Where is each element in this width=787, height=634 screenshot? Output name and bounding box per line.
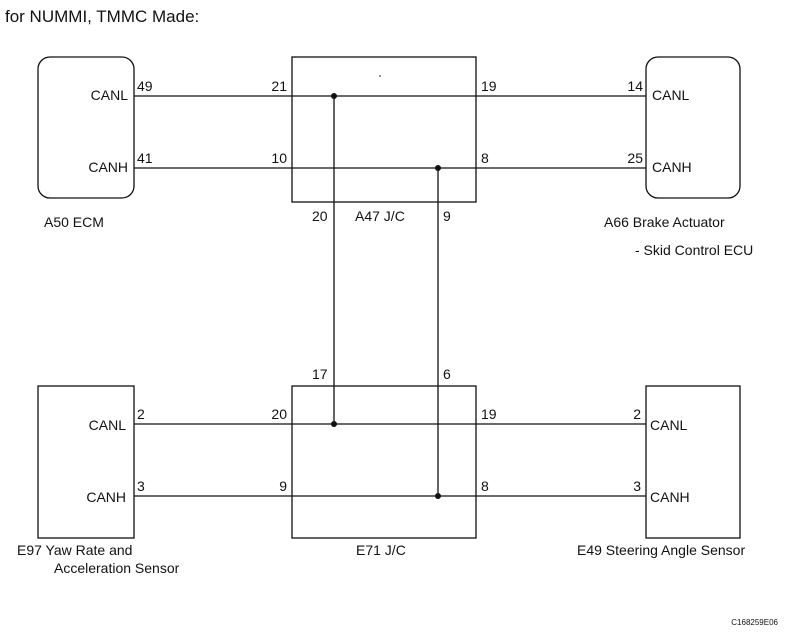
a47-pin-canl-down: 20 <box>312 208 328 224</box>
e97-canl-label: CANL <box>89 417 127 433</box>
e71-pin-canh-in: 9 <box>279 478 287 494</box>
a50-ecm-name: A50 ECM <box>44 214 104 230</box>
a47-pin-canh-down: 9 <box>443 208 451 224</box>
e49-steering-angle-sensor-name: E49 Steering Angle Sensor <box>577 542 745 558</box>
a66-canh-label: CANH <box>652 159 692 175</box>
junction-dot <box>331 421 337 427</box>
diagram-title: for NUMMI, TMMC Made: <box>5 7 199 26</box>
e49-canh-label: CANH <box>650 489 690 505</box>
e97-canh-pin: 3 <box>137 478 145 494</box>
a50-ecm-box <box>37 56 135 199</box>
junction-dot <box>435 165 441 171</box>
a47-junction-box <box>291 56 477 203</box>
a66-skid-control-ecu-name: - Skid Control ECU <box>635 242 753 258</box>
a47-pin-canh-out: 8 <box>481 150 489 166</box>
a66-canh-pin: 25 <box>627 150 643 166</box>
e71-pin-canl-in: 20 <box>271 406 287 422</box>
a50-canh-label: CANH <box>88 159 128 175</box>
e71-pin-canl-out: 19 <box>481 406 497 422</box>
a66-brake-actuator-box <box>645 56 741 199</box>
e97-name-line1: E97 Yaw Rate and <box>17 542 132 558</box>
a47-pin-canh-in: 10 <box>271 150 287 166</box>
a47-pin-canl-in: 21 <box>271 78 287 94</box>
figure-code: C168259E06 <box>731 618 778 627</box>
e71-pin-canl-up: 17 <box>312 366 328 382</box>
a47-center-mark <box>379 75 381 77</box>
e97-name-line2: Acceleration Sensor <box>54 560 180 576</box>
a47-pin-canl-out: 19 <box>481 78 497 94</box>
a47-jc-name: A47 J/C <box>355 208 405 224</box>
a50-canh-pin: 41 <box>137 150 153 166</box>
e97-canl-pin: 2 <box>137 406 145 422</box>
junction-dot <box>331 93 337 99</box>
e71-junction-box <box>291 385 477 539</box>
a50-canl-label: CANL <box>91 87 129 103</box>
e49-canl-label: CANL <box>650 417 688 433</box>
e71-jc-name: E71 J/C <box>356 542 406 558</box>
e49-canl-pin: 2 <box>633 406 641 422</box>
e97-yaw-rate-sensor-box <box>37 385 135 539</box>
a66-brake-actuator-name: A66 Brake Actuator <box>604 214 725 230</box>
a66-canl-pin: 14 <box>627 78 643 94</box>
e49-canh-pin: 3 <box>633 478 641 494</box>
e71-pin-canh-up: 6 <box>443 366 451 382</box>
a50-canl-pin: 49 <box>137 78 153 94</box>
e71-pin-canh-out: 8 <box>481 478 489 494</box>
junction-dot <box>435 493 441 499</box>
a66-canl-label: CANL <box>652 87 690 103</box>
e49-steering-angle-sensor-box <box>645 385 741 539</box>
e97-canh-label: CANH <box>86 489 126 505</box>
